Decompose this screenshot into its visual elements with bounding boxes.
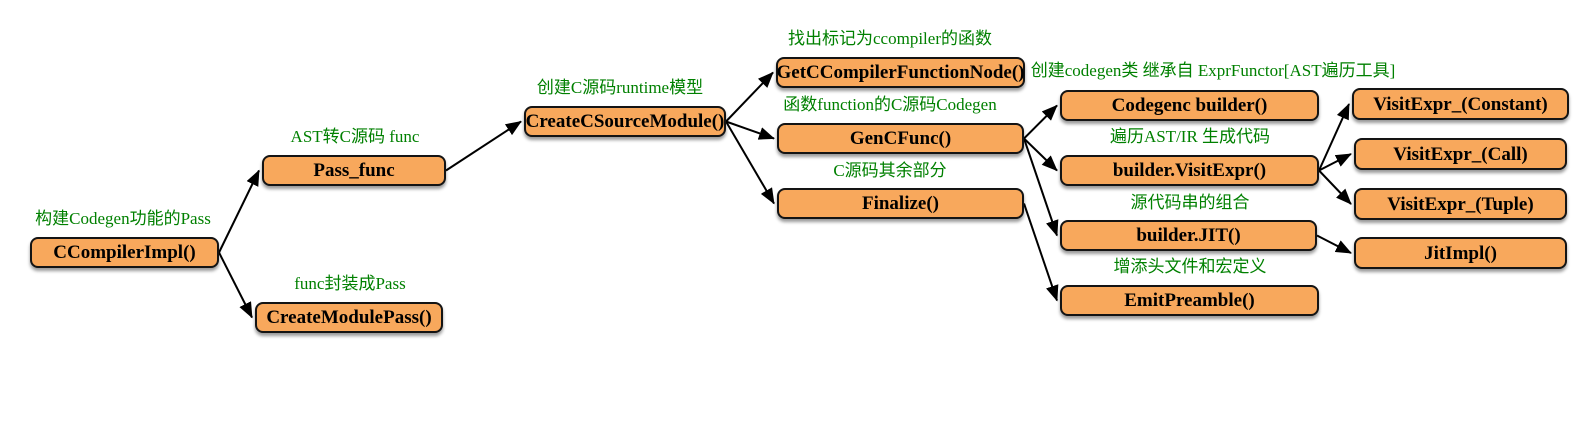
arrow-createcsourcemodule-to-finalize: [725, 120, 775, 205]
annotation-gencfunc: 函数function的C源码Codegen: [783, 95, 997, 114]
node-pass-func: Pass_func: [262, 155, 446, 186]
node-builder-visitexpr: builder.VisitExpr(): [1060, 155, 1319, 186]
node-label-visitexpr-call: VisitExpr_(Call): [1393, 143, 1528, 165]
arrow-ccompilerimpl-to-pass-func: [218, 169, 260, 253]
node-emitpreamble: EmitPreamble(): [1060, 285, 1319, 316]
node-label-builder-jit: builder.JIT(): [1136, 225, 1241, 246]
annotation-createcsourcemodule: 创建C源码runtime模型: [536, 78, 704, 97]
node-gencfunc: GenCFunc(): [777, 123, 1024, 154]
arrow-gencfunc-to-builder-visitexpr: [1023, 137, 1058, 172]
node-builder-jit: builder.JIT(): [1060, 220, 1317, 251]
arrow-ccompilerimpl-to-createmodulepass: [218, 252, 253, 319]
node-createmodulepass: CreateModulePass(): [255, 302, 443, 333]
node-label-codegenc-builder: Codegenc builder(): [1111, 95, 1268, 116]
arrow-builder-visitexpr-to-visitexpr-call: [1318, 153, 1352, 172]
node-visitexpr-tuple: VisitExpr_(Tuple): [1354, 188, 1567, 220]
node-label-ccompilerimpl: CCompilerImpl(): [53, 242, 196, 263]
node-label-createcsourcemodule: CreateCSourceModule(): [525, 111, 725, 132]
node-label-visitexpr-constant: VisitExpr_(Constant): [1373, 93, 1548, 115]
arrow-gencfunc-to-builder-jit: [1023, 138, 1059, 237]
node-codegenc-builder: Codegenc builder(): [1060, 90, 1319, 121]
arrow-finalize-to-emitpreamble: [1023, 203, 1059, 302]
node-label-emitpreamble: EmitPreamble(): [1124, 290, 1255, 311]
node-label-finalize: Finalize(): [861, 193, 940, 214]
annotation-pass-func: AST转C源码 func: [290, 127, 420, 146]
node-finalize: Finalize(): [777, 188, 1024, 219]
annotation-builder-jit: 源代码串的组合: [1130, 193, 1250, 212]
annotation-codegenc-builder: 创建codegen类 继承自 ExprFunctor[AST遍历工具]: [1030, 61, 1396, 80]
node-visitexpr-constant: VisitExpr_(Constant): [1352, 88, 1569, 120]
node-label-jitimpl: JitImpl(): [1424, 242, 1497, 264]
annotation-createmodulepass: func封装成Pass: [294, 274, 406, 293]
node-getccompilerfunctionnode: GetCCompilerFunctionNode(): [776, 57, 1025, 88]
arrow-pass-func-to-createcsourcemodule: [445, 120, 522, 172]
node-jitimpl: JitImpl(): [1354, 237, 1567, 269]
node-label-getccompilerfunctionnode: GetCCompilerFunctionNode(): [776, 62, 1025, 83]
arrow-builder-visitexpr-to-visitexpr-constant: [1318, 103, 1350, 171]
annotation-getccompilerfunctionnode: 找出标记为ccompiler的函数: [788, 29, 992, 48]
edges-group: [218, 71, 1352, 319]
arrow-createcsourcemodule-to-getccompilerfunctionnode: [725, 71, 774, 123]
node-createcsourcemodule: CreateCSourceModule(): [524, 106, 726, 137]
node-label-createmodulepass: CreateModulePass(): [266, 307, 432, 328]
node-label-gencfunc: GenCFunc(): [849, 128, 952, 149]
arrow-builder-visitexpr-to-visitexpr-tuple: [1318, 169, 1352, 205]
node-label-builder-visitexpr: builder.VisitExpr(): [1112, 160, 1267, 181]
node-ccompilerimpl: CCompilerImpl(): [30, 237, 219, 268]
annotation-finalize: C源码其余部分: [833, 161, 947, 180]
node-visitexpr-call: VisitExpr_(Call): [1354, 138, 1567, 170]
annotation-emitpreamble: 增添头文件和宏定义: [1113, 257, 1267, 276]
arrow-builder-jit-to-jitimpl: [1316, 234, 1352, 254]
arrow-gencfunc-to-codegenc-builder: [1023, 104, 1058, 140]
annotation-builder-visitexpr: 遍历AST/IR 生成代码: [1109, 127, 1271, 146]
annotation-ccompilerimpl: 构建Codegen功能的Pass: [35, 209, 211, 228]
node-label-pass-func: Pass_func: [313, 160, 395, 181]
arrow-createcsourcemodule-to-gencfunc: [725, 120, 775, 140]
node-label-visitexpr-tuple: VisitExpr_(Tuple): [1387, 193, 1534, 215]
